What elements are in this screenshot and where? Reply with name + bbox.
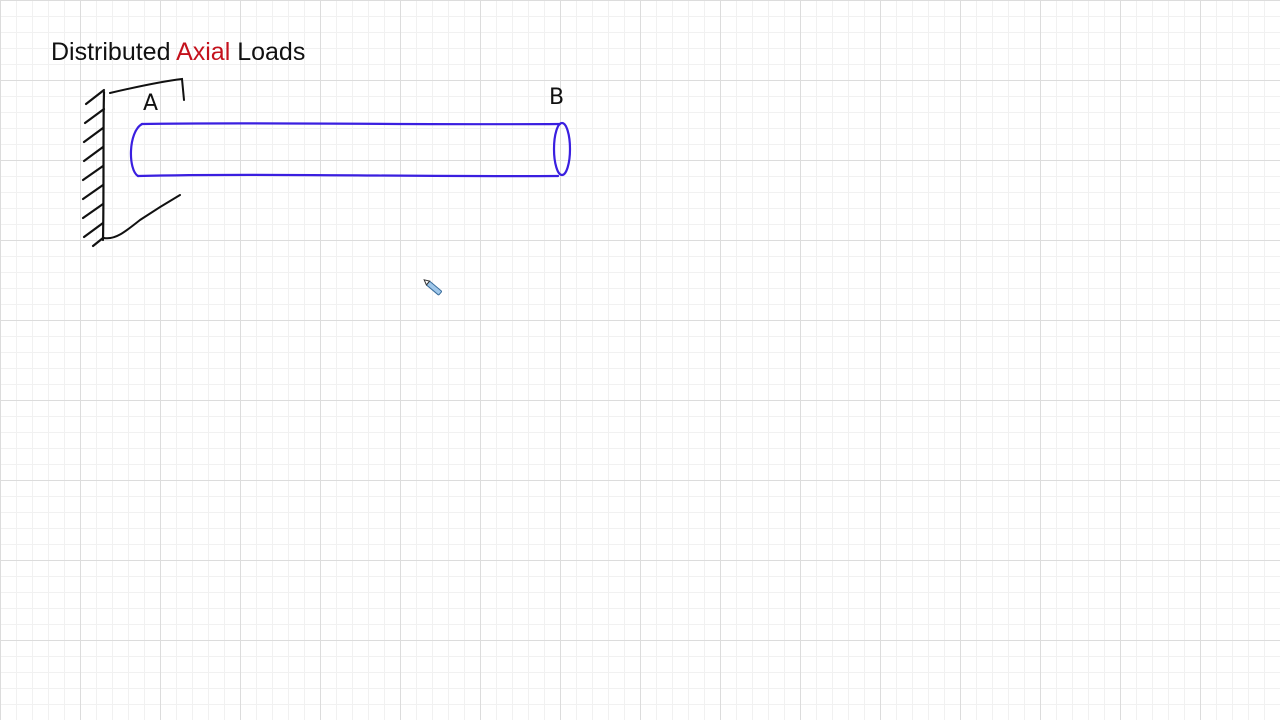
bar-left-end-arc: [129, 122, 144, 178]
label-b: B: [549, 85, 564, 110]
top-perspective-line: [109, 77, 185, 101]
bar-top-edge: [140, 122, 562, 126]
wall-hatch-2: [83, 107, 106, 125]
bar-bottom-edge: [136, 173, 560, 178]
title-part-1: Distributed: [51, 38, 171, 66]
fixed-wall-support: [81, 88, 106, 248]
wall-hatch-4: [82, 145, 105, 163]
cylindrical-bar: [129, 121, 572, 178]
bottom-perspective-line: [103, 194, 181, 240]
wall-hatch-9: [91, 236, 105, 248]
pen-cursor-icon: [423, 279, 442, 296]
wall-hatch-1: [84, 88, 106, 106]
label-a: A: [143, 91, 158, 116]
wall-hatch-6: [81, 183, 105, 201]
title-accent-word: Axial: [176, 38, 231, 66]
title-part-2: Loads: [237, 38, 306, 66]
wall-perspective-lines: [103, 77, 185, 240]
bar-right-end-face: [552, 121, 572, 177]
wall-hatch-5: [81, 164, 105, 182]
page-title: Distributed Axial Loads: [51, 38, 305, 67]
wall-hatch-7: [81, 202, 105, 220]
wall-hatch-3: [82, 126, 105, 144]
wall-hatch-8: [82, 221, 105, 239]
